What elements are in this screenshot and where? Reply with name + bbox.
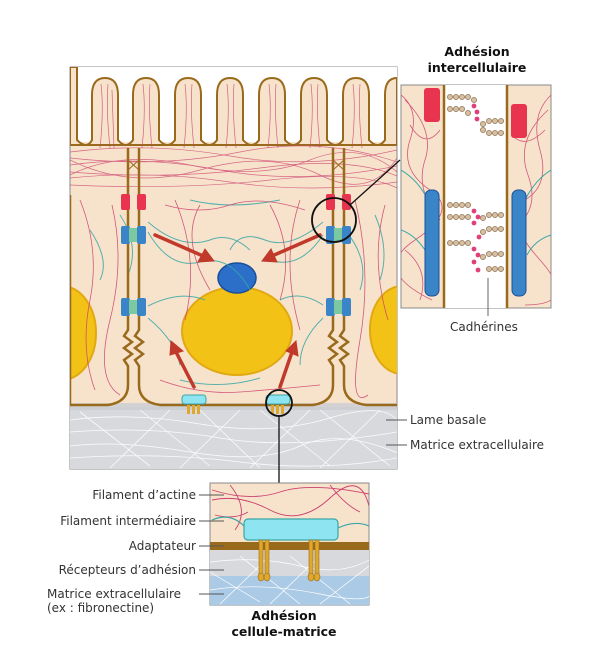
basal-adhesion-left — [181, 394, 207, 414]
label-intermediate-filament: Filament intermédiaire — [60, 514, 196, 528]
label-matrix-fibronectin: Matrice extracellulaire (ex : fibronecti… — [47, 587, 181, 615]
title-cell-matrix-adhesion: Adhésion cellule-matrice — [219, 608, 349, 640]
label-adhesion-receptors: Récepteurs d’adhésion — [58, 563, 196, 577]
adherens-junction-left — [121, 194, 130, 210]
adhesion-receptor-pair-right — [307, 539, 321, 582]
cytoplasmic-actin — [79, 199, 389, 398]
zoom-connectors — [278, 159, 401, 483]
title-intercellular-line2: intercellulaire — [427, 60, 527, 75]
matrix-fibers — [70, 409, 397, 469]
label-matrix-line1: Matrice extracellulaire — [47, 587, 182, 601]
inset-cell-matrix — [209, 482, 370, 606]
junctions-right — [326, 194, 351, 316]
lateral-membranes — [70, 148, 397, 407]
adherens-junction-right — [326, 194, 335, 210]
desmosome-left-top — [121, 226, 130, 244]
extracellular-matrix-region — [70, 407, 397, 469]
label-cadherins: Cadhérines — [450, 320, 518, 334]
blue-organelle — [217, 262, 257, 294]
cadherin-chains — [447, 94, 504, 272]
basal-adhesion-right — [265, 394, 291, 414]
main-tissue-panel — [69, 66, 398, 470]
signaling-arrows — [153, 233, 322, 389]
nucleus-left — [70, 286, 97, 380]
junctions-left — [121, 194, 146, 316]
adaptor-protein — [243, 518, 339, 541]
desmosome-right-top — [326, 226, 335, 244]
nucleus-center — [181, 286, 293, 376]
label-basal-lamina: Lame basale — [410, 413, 487, 427]
title-cell-matrix-line2: cellule-matrice — [231, 624, 337, 639]
basal-lamina-band — [70, 403, 397, 410]
label-actin-filament: Filament d’actine — [92, 488, 196, 502]
nucleus-right — [369, 285, 397, 375]
title-intercellular-adhesion: Adhésion intercellulaire — [415, 44, 539, 76]
intermediate-filaments — [89, 199, 385, 385]
label-extracellular-matrix: Matrice extracellulaire — [410, 438, 545, 452]
desmosome-left-bottom — [121, 298, 130, 316]
inset-intercellular — [400, 84, 552, 309]
adhesion-receptor-pair-left — [257, 539, 271, 582]
label-adaptor: Adaptateur — [128, 539, 196, 553]
label-matrix-line2: (ex : fibronectine) — [47, 601, 155, 615]
microvilli-actin — [99, 83, 363, 149]
zoom-circle-intercellular — [311, 197, 357, 243]
label-leaders — [199, 419, 407, 595]
title-cell-matrix-line1: Adhésion — [251, 608, 317, 623]
title-intercellular-line1: Adhésion — [444, 44, 510, 59]
desmosome-right-bottom — [326, 298, 335, 316]
